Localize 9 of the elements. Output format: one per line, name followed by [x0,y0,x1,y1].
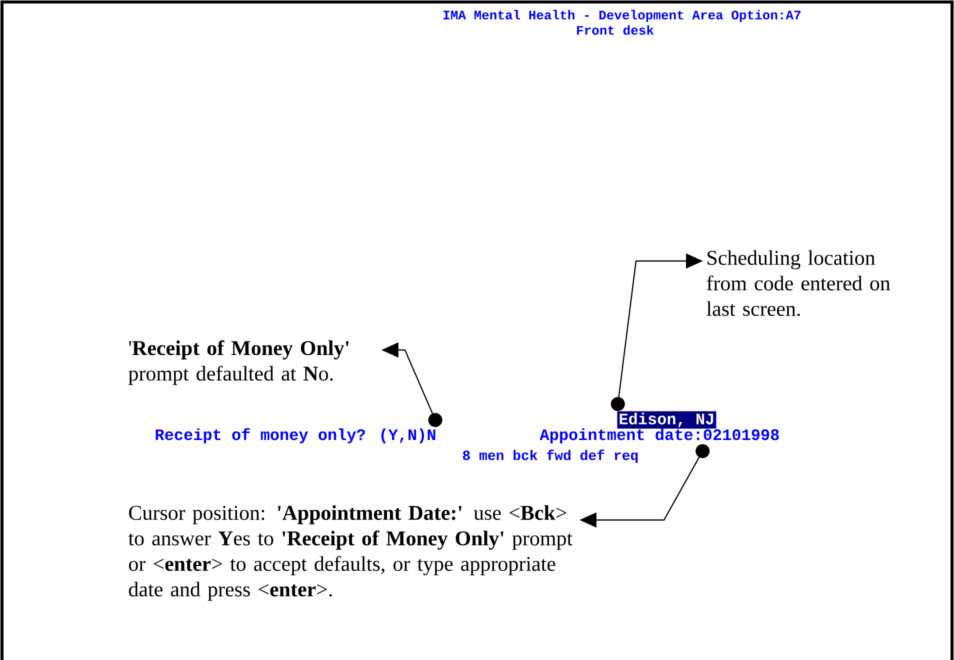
callout-text: Scheduling location from code entered on last screen. [706,250,890,316]
screen-text: Receipt of money only? (Y,N)N [156,428,436,444]
screen-text: 8 men bck fwd def req [462,450,638,463]
screen-text: IMA Mental Health - Development Area Option:A7 [444,10,800,22]
callout-text: Cursor position: 'Appointment Date:' use <Bck> to answer Yes to 'Receipt of Money Only' prompt or <enter> to accept defaults, or type appropriate date and press <enter>. [128,505,572,601]
screen-text: Appointment date:02101998 [540,428,779,444]
screen-text: Front desk [577,25,654,35]
highlighted-field: Edison, NJ [617,411,716,429]
callout-text: 'Receipt of Money Only' prompt defaulted at No. [128,340,349,385]
